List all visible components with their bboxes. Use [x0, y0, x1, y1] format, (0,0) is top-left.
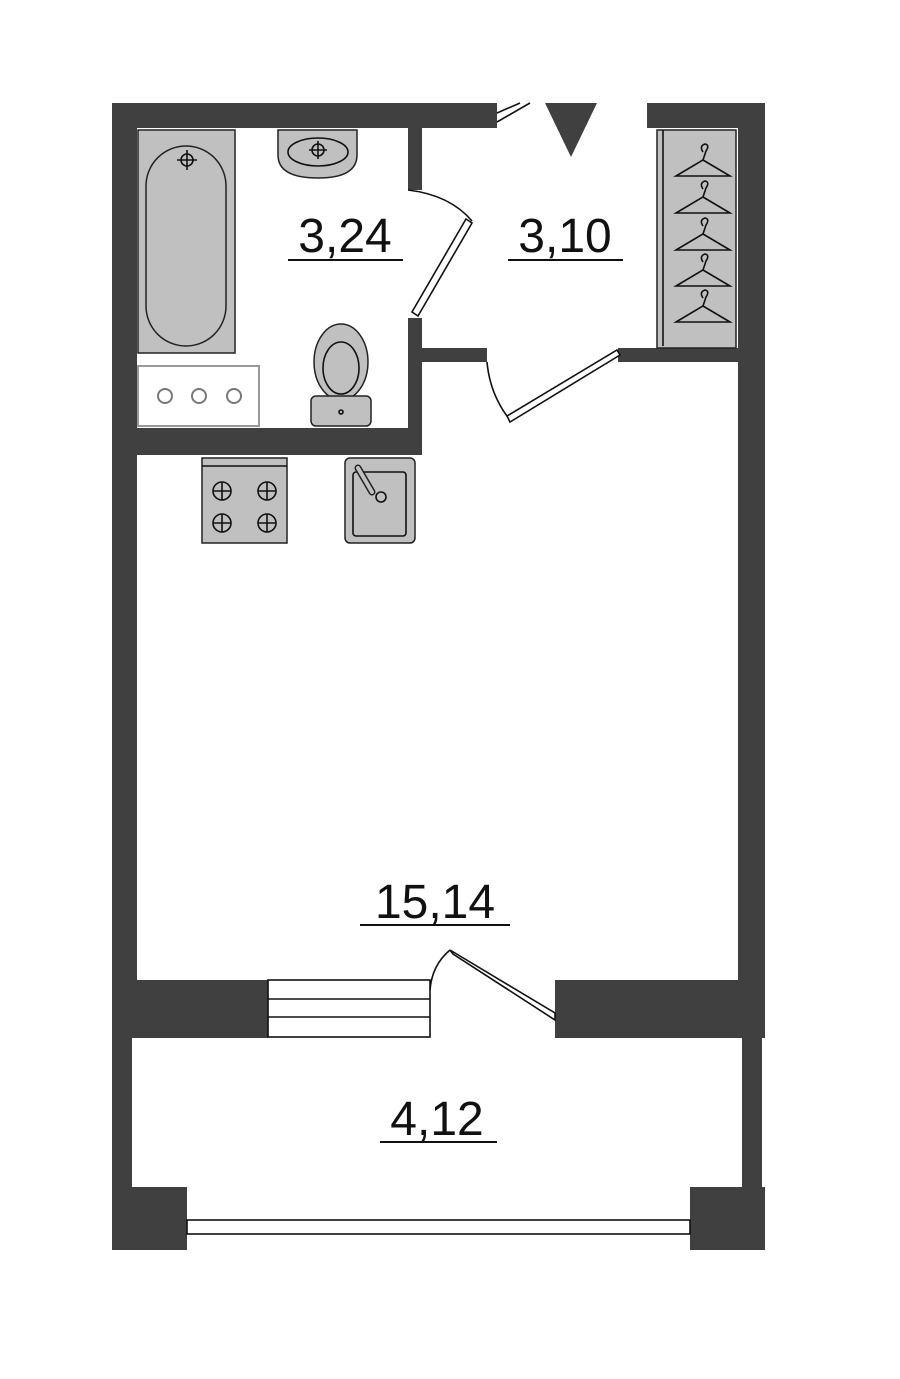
toilet-icon [310, 323, 372, 427]
room-label-hallway: 3,10 [508, 210, 623, 263]
hanger-icon [673, 253, 733, 287]
burner-icon [257, 481, 277, 501]
room-label-bathroom: 3,24 [288, 210, 403, 263]
sink-icon [344, 457, 416, 544]
hanger-icon [673, 217, 733, 251]
entrance-door[interactable] [496, 102, 531, 123]
room-label-living-room: 15,14 [360, 876, 510, 929]
washing-machine-icon [137, 365, 260, 427]
burner-icon [257, 513, 277, 533]
hanger-icon [673, 143, 733, 177]
svg-text:4,12: 4,12 [390, 1093, 483, 1146]
hallway-door[interactable] [486, 348, 622, 424]
svg-text:3,10: 3,10 [518, 210, 611, 263]
burner-icon [212, 513, 232, 533]
walls [112, 103, 765, 1250]
hanger-icon [673, 289, 733, 323]
hanger-icon [673, 180, 733, 214]
burner-icon [212, 481, 232, 501]
bathtub-icon [137, 129, 236, 354]
balcony-window [267, 979, 431, 1038]
balcony-door[interactable] [429, 949, 556, 1022]
room-label-balcony: 4,12 [380, 1093, 497, 1146]
entrance-arrow-icon [545, 103, 597, 157]
bathroom-door[interactable] [407, 189, 474, 318]
balcony-glazing [186, 1219, 691, 1235]
svg-text:3,24: 3,24 [298, 210, 391, 263]
svg-text:15,14: 15,14 [375, 876, 495, 929]
washbasin-icon [277, 129, 358, 179]
wardrobe-icon [656, 129, 737, 349]
stove-icon [201, 457, 288, 544]
